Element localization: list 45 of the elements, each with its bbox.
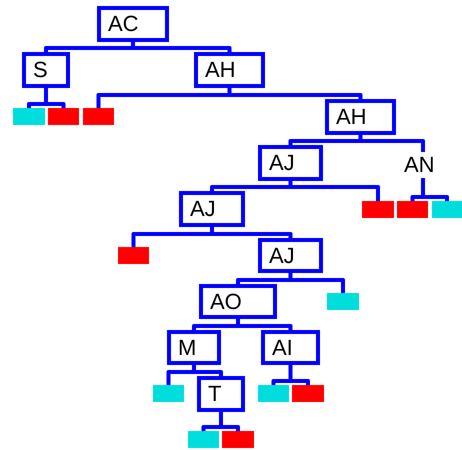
connector-line [421,178,449,201]
leaf-block [153,385,184,402]
tree-node-box [194,52,265,88]
node-label: AH [336,104,367,130]
connector-line [288,365,310,385]
leaf-block [48,108,79,125]
tree-node-box [258,145,323,181]
node-label: AJ [269,150,295,176]
tree-node-box [22,52,70,88]
node-label: AH [205,57,236,83]
connector-line [192,365,223,376]
tree-node-box [197,376,245,412]
connector-line [228,88,362,99]
leaf-block [188,431,219,448]
tree-node-box [325,99,396,135]
leaf-block [362,201,394,218]
tree-node-box [258,238,323,273]
connector-line [288,273,345,293]
node-label: AC [108,11,139,37]
node-label: M [178,334,196,360]
node-label: S [33,57,48,83]
leaf-block [13,108,45,125]
connector-line [210,227,292,238]
node-label: T [208,381,222,407]
leaf-block [83,108,114,125]
connector-line [44,88,66,108]
node-label: AJ [190,196,216,222]
connector-line [219,412,240,431]
tree-node-box [199,284,277,319]
connector-line [236,319,292,330]
leaf-block [222,431,254,448]
tree-node-box [167,330,221,365]
node-label: AJ [269,242,295,268]
leaf-block [292,385,324,402]
tree-node-box [261,330,320,365]
node-label: AN [404,152,435,178]
leaf-block [327,293,359,310]
leaf-block [397,201,428,218]
node-label: AO [210,288,242,314]
leaf-block [118,247,149,264]
leaf-block [258,385,289,402]
node-label: AI [272,334,293,360]
tree-node-box [179,191,245,227]
tree-node-box [97,6,169,42]
leaf-block [432,201,462,218]
